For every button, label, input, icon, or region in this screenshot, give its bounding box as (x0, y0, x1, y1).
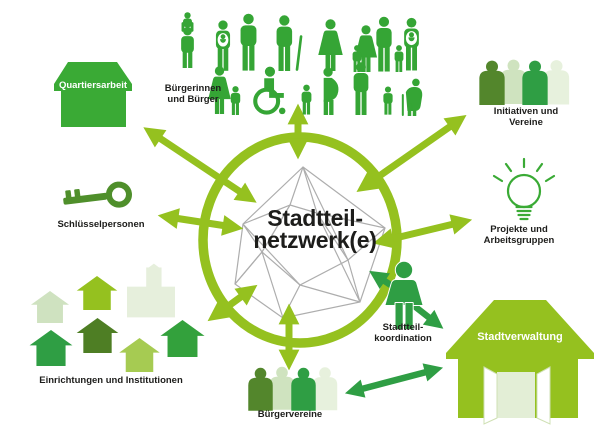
key-icon (63, 181, 132, 208)
arrow-to-quartiersarbeit (143, 127, 257, 203)
buergervereine-group-icon (248, 366, 338, 411)
man-icon (240, 13, 257, 71)
person-icon (291, 367, 316, 411)
arrow-to-initiativen (356, 115, 467, 192)
lightbulb-icon (492, 157, 556, 221)
church-icon (127, 263, 175, 318)
einrichtungen-label: Einrichtungen und Institutionen (39, 375, 183, 386)
person-icon (522, 60, 548, 105)
buergervereine-label: Bürgervereine (257, 409, 323, 420)
person-with-child-on-shoulders-icon (181, 12, 194, 68)
quartiersarbeit-label: Quartiersarbeit (58, 80, 128, 91)
father-icon (376, 16, 392, 72)
person-icon (312, 367, 338, 411)
parent-carrying-baby-icon (216, 20, 230, 71)
schluesselpersonen-label: Schlüsselpersonen (57, 219, 145, 230)
house-icon (76, 318, 119, 353)
house-icon (160, 320, 205, 357)
house-icon (29, 330, 73, 366)
arrow-koordination-to-stadtverwaltung (410, 302, 444, 329)
center-title: Stadtteil-netzwerk(e) (253, 205, 377, 253)
arrow-to-schluesselpersonen (157, 208, 244, 236)
koordination-person-icon (384, 260, 424, 330)
koordination-label: Stadtteil-koordination (374, 322, 432, 345)
house-icon (119, 338, 160, 372)
parent-carrying-baby-icon (404, 18, 419, 71)
network-arrows (143, 103, 473, 371)
pregnant-woman-icon (323, 67, 339, 115)
child-icon (230, 86, 241, 115)
child-icon (394, 45, 404, 72)
house-icon (76, 276, 118, 310)
arrow-to-projekte (372, 214, 473, 249)
wheelchair-user-icon (255, 67, 285, 115)
arrow-to-einrichtungen (207, 284, 258, 322)
child-icon (301, 84, 312, 115)
elderly-person-with-cane-icon (401, 78, 423, 116)
initiativen-group-icon (479, 59, 570, 105)
stadtverwaltung-label: Stadtverwaltung (477, 331, 563, 343)
building-cluster-icon (29, 263, 205, 372)
person-icon (479, 60, 505, 105)
woman-icon (318, 19, 343, 71)
child-icon (383, 86, 393, 115)
person-icon (269, 366, 295, 410)
town-hall-open-doors-icon (446, 300, 594, 425)
arrow-buergervereine-stadtverwaltung (344, 363, 444, 398)
man-with-cane-icon (277, 15, 303, 71)
house-icon (30, 291, 70, 323)
person-icon (248, 367, 273, 411)
quartiersarbeit-house-icon (54, 62, 132, 127)
